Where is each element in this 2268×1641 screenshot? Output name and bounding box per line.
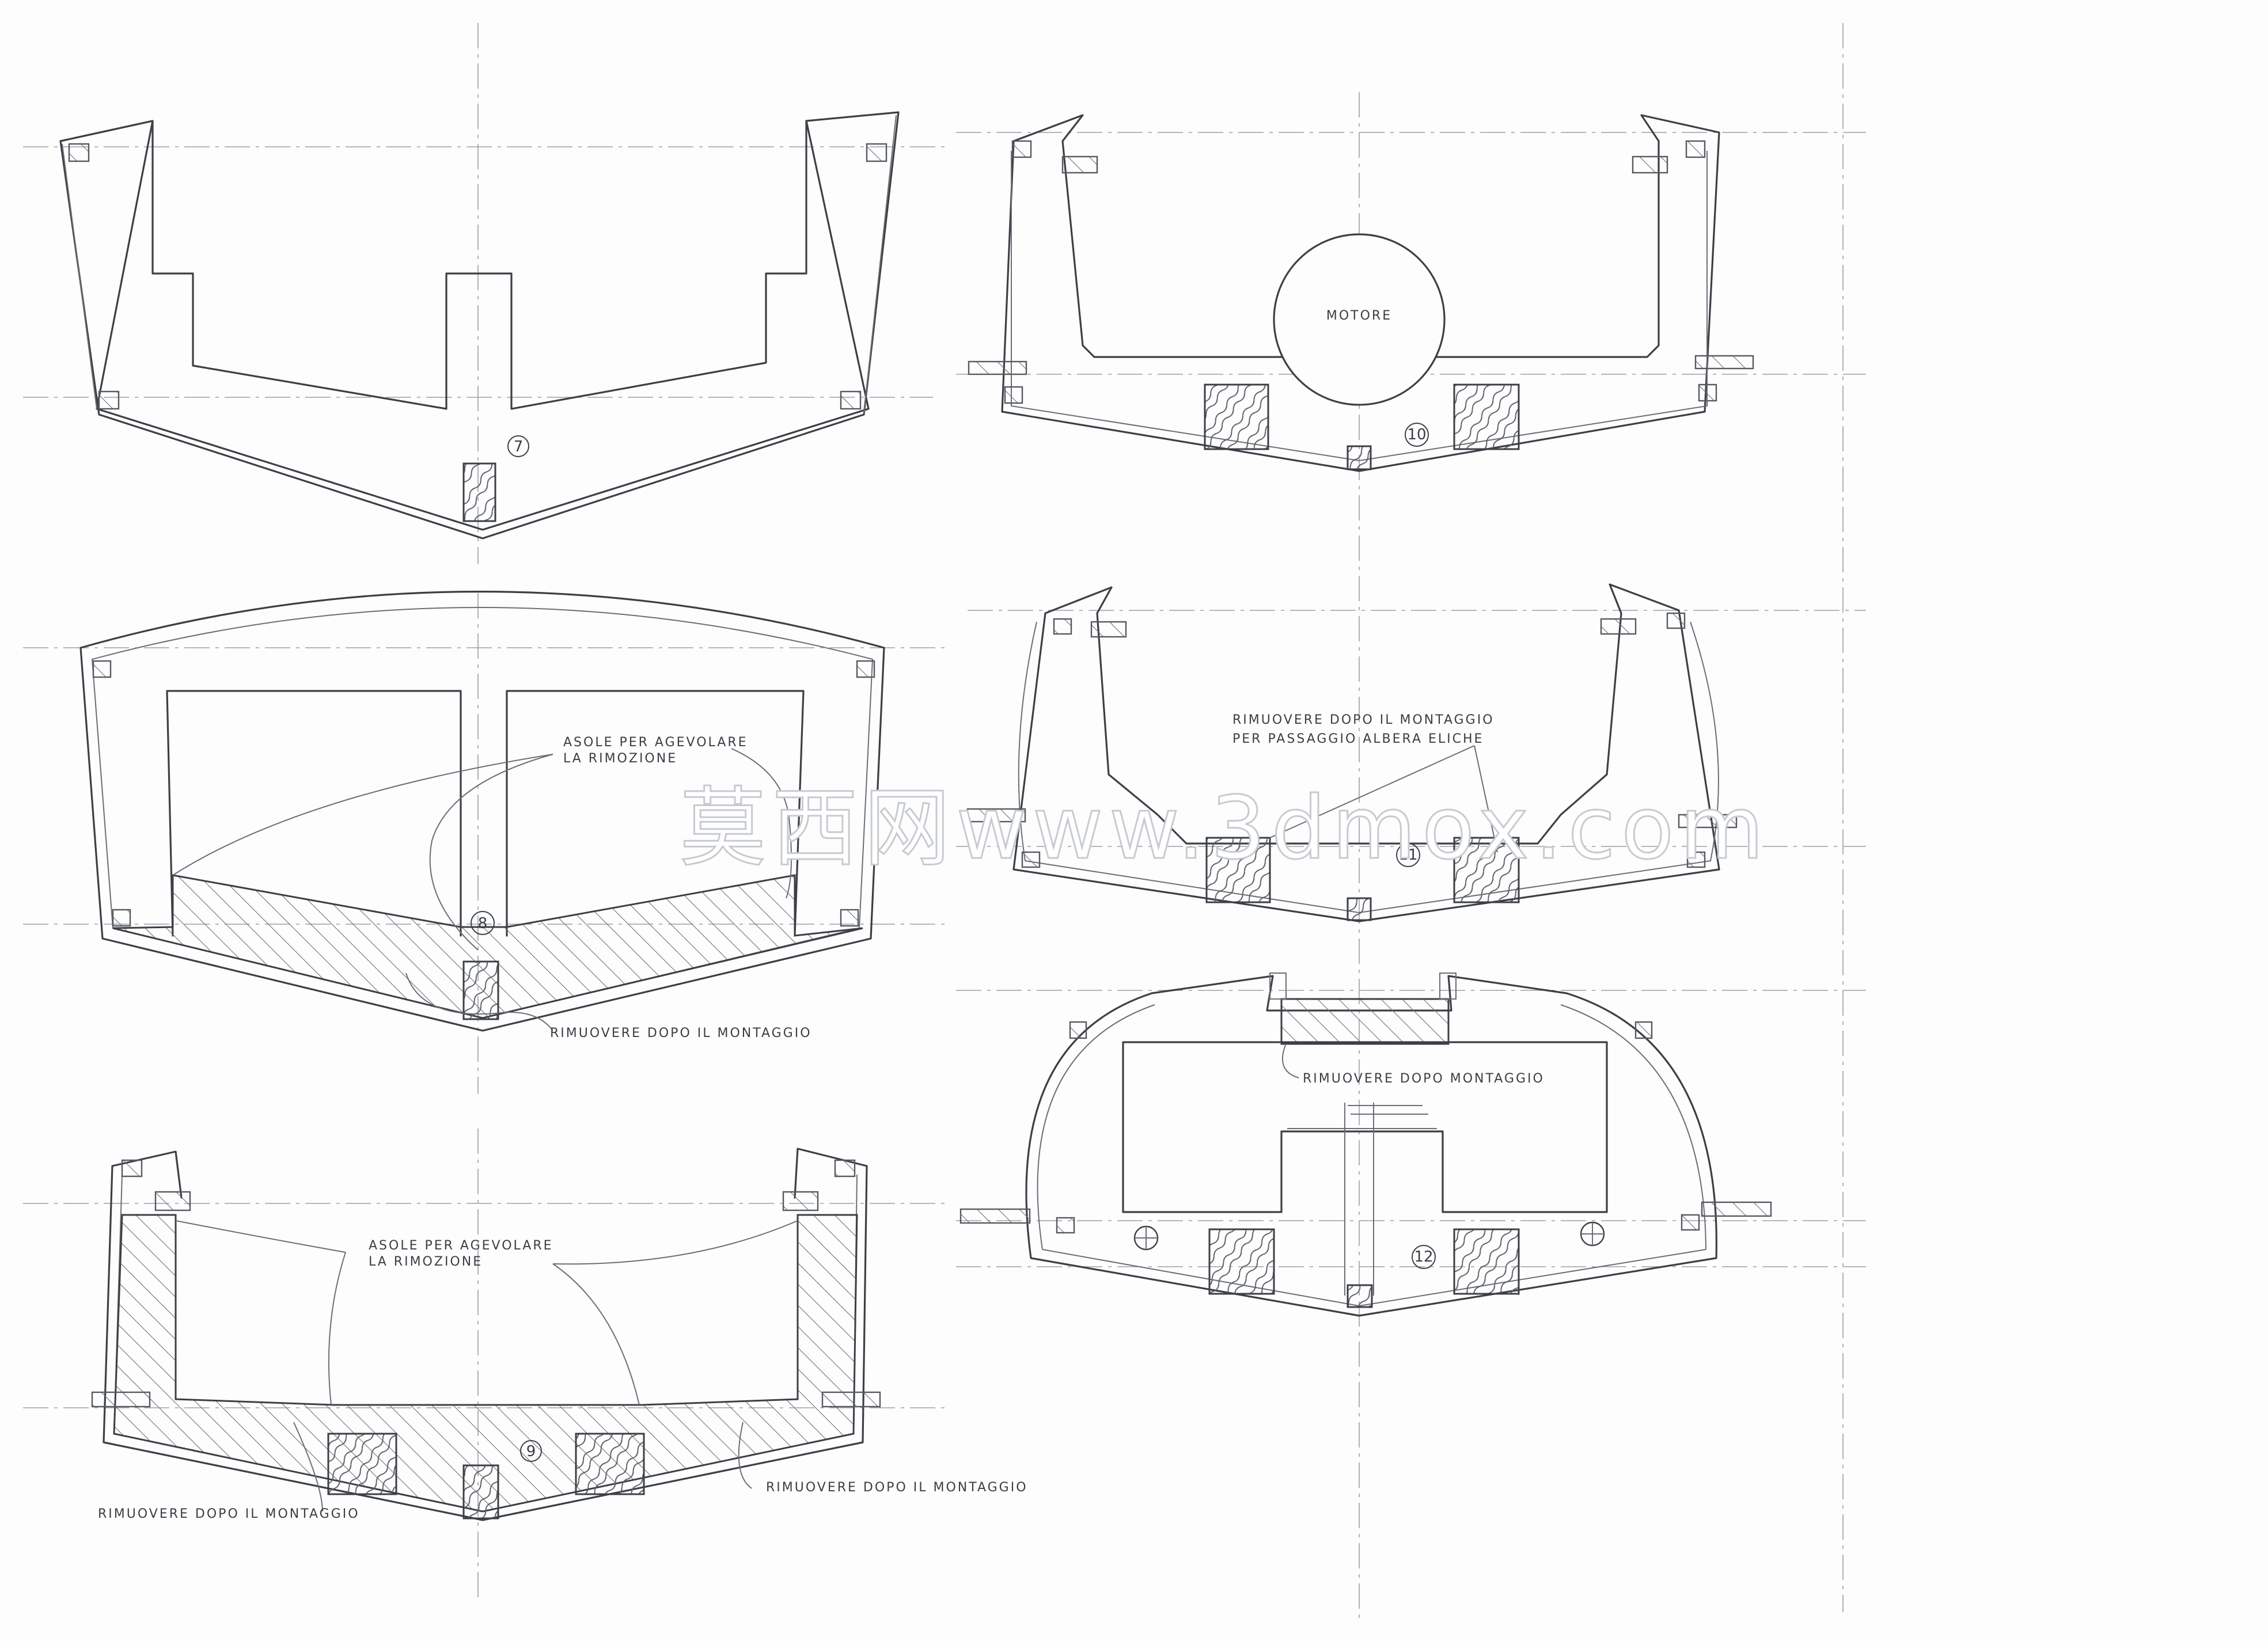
section-8-frame: 8 [79,590,885,1032]
section-11-number: 11 [1398,846,1417,864]
section-9-slots-note-line1: ASOLE PER AGEVOLARE [369,1239,553,1253]
section-9-remove-note-left: RIMUOVERE DOPO IL MONTAGGIO [98,1507,360,1521]
section-11-frame: 11 [966,583,1738,922]
section-10-number: 10 [1407,426,1426,443]
section-12-remove-note: RIMUOVERE DOPO MONTAGGIO [1303,1072,1545,1086]
section-9-frame: 9 [91,1148,881,1521]
section-8-slots-note-line2: LA RIMOZIONE [563,751,677,766]
watermark: 莫西网www.3dmox.com [680,778,1770,879]
section-8-number: 8 [478,915,488,932]
section-11-note-line1: RIMUOVERE DOPO IL MONTAGGIO [1232,713,1495,727]
section-12-number: 12 [1414,1248,1433,1266]
section-9-slots-note-line2: LA RIMOZIONE [369,1255,483,1269]
section-9-number: 9 [526,1443,536,1460]
section-7-number: 7 [514,438,524,455]
section-12-frame: 12 [959,973,1772,1317]
section-11-note-line2: PER PASSAGGIO ALBERA ELICHE [1232,732,1484,746]
section-9-remove-note-right: RIMUOVERE DOPO IL MONTAGGIO [766,1480,1028,1495]
section-10-engine-label: MOTORE [1326,309,1392,323]
section-7-frame: 7 [59,111,900,540]
section-10-frame: MOTORE 10 [968,114,1754,472]
section-8-remove-note: RIMUOVERE DOPO IL MONTAGGIO [550,1026,812,1040]
section-8-slots-note-line1: ASOLE PER AGEVOLARE [563,735,748,750]
